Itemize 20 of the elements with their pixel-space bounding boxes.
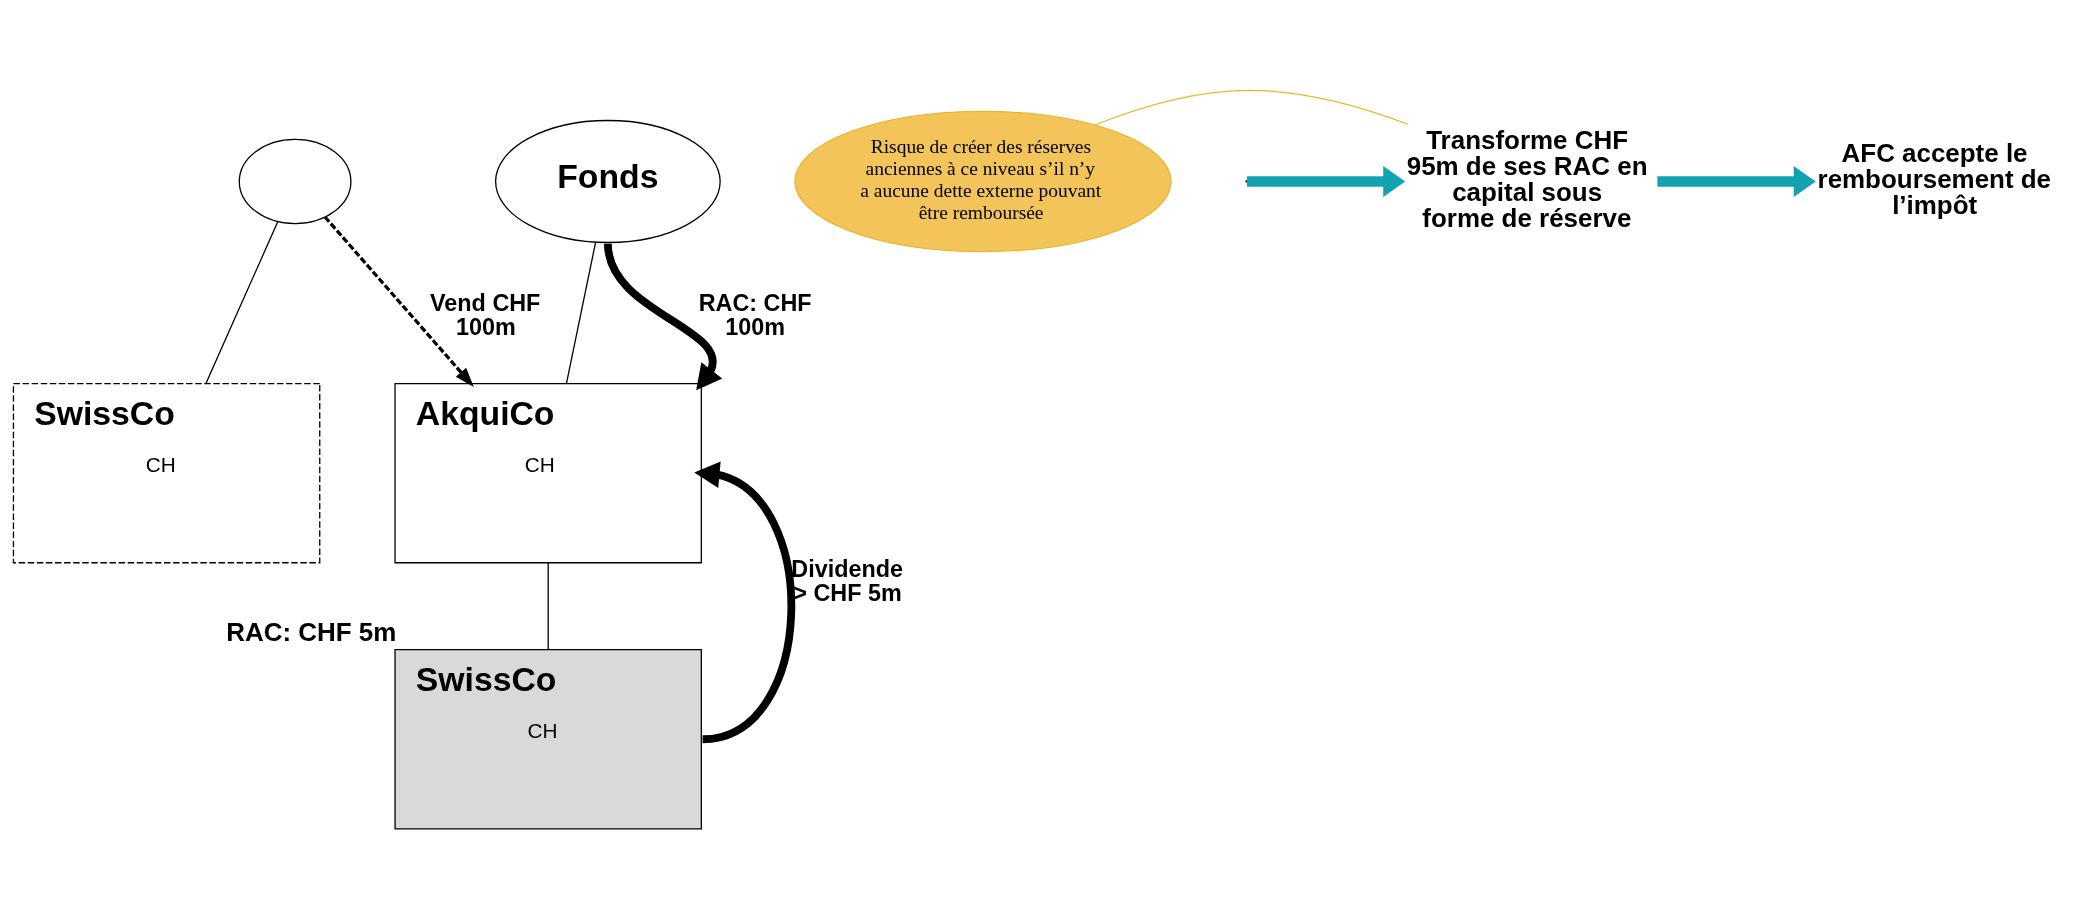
edge-label: Vend CHF 100m xyxy=(430,290,541,340)
arrow xyxy=(1247,166,1406,197)
arrow xyxy=(604,243,723,391)
connector xyxy=(565,241,597,384)
node-box: AkquiCo CH xyxy=(394,382,702,564)
edge-label: RAC: CHF 100m xyxy=(698,290,812,340)
node-label: RAC: CHF 5m xyxy=(226,617,397,646)
arrow xyxy=(694,461,795,744)
connector xyxy=(205,221,279,384)
node-circle xyxy=(238,138,352,225)
arrow xyxy=(1657,166,1816,197)
node-box: SwissCo CH xyxy=(394,649,702,830)
connector xyxy=(1094,89,1409,126)
arrow xyxy=(323,216,474,387)
node-text: AFC accepte le remboursement de l’impôt xyxy=(1817,139,2052,219)
node-ellipse: Risque de créer des réserves anciennes à ce niveau s’il n’y a aucune dette externe pouvant être remboursée xyxy=(794,110,1172,253)
node-text: Transforme CHF 95m de ses RAC en capital sous forme de réserve xyxy=(1406,126,1648,232)
node-box: SwissCo CH xyxy=(12,382,321,564)
node-ellipse: Fonds xyxy=(494,119,721,244)
connector xyxy=(547,562,549,650)
